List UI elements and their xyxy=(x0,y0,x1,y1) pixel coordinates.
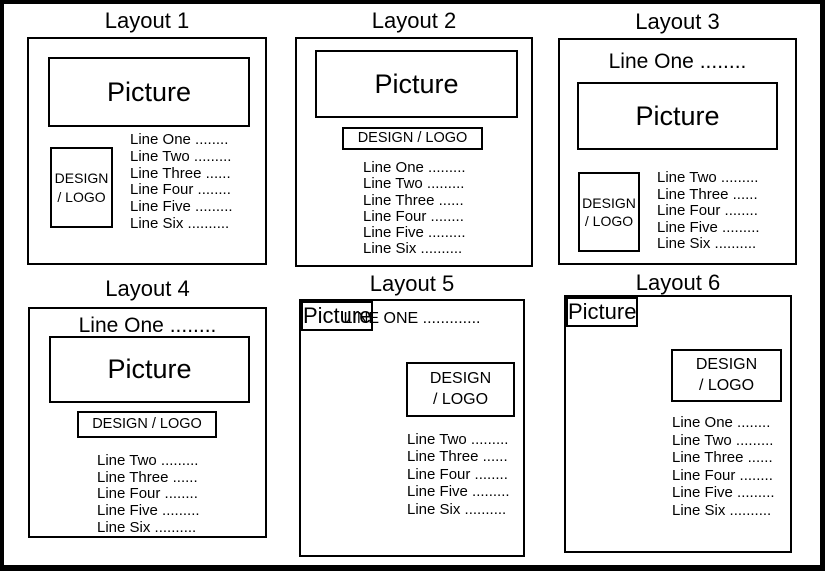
text-line: Line Six .......... xyxy=(672,501,772,519)
text-line: Line Two ......... xyxy=(363,175,465,193)
text-line: Line Five ......... xyxy=(97,502,200,520)
design-logo-box: DESIGN / LOGO xyxy=(578,172,640,252)
text-lines: Line One ........ Line Two ......... Lin… xyxy=(672,414,775,519)
design-logo-box: DESIGN / LOGO xyxy=(77,411,217,438)
design-logo-label: DESIGN xyxy=(695,355,758,373)
design-logo-label: DESIGN / LOGO xyxy=(357,130,468,147)
text-line: Line Four ........ xyxy=(657,202,758,220)
text-lines: Line Two ......... Line Three ...... Lin… xyxy=(407,431,510,518)
text-line: Line Four ........ xyxy=(407,465,508,483)
layout-2-panel: Picture DESIGN / LOGO Line One .........… xyxy=(295,37,533,267)
text-line: Line Three ...... xyxy=(407,448,508,466)
text-line: Line Four ........ xyxy=(672,466,773,484)
headline-text-line: LINE ONE ............. xyxy=(343,310,481,327)
picture-placeholder: Picture xyxy=(566,297,639,327)
picture-label: Picture xyxy=(107,354,192,384)
text-line: Line Four ........ xyxy=(130,181,231,199)
text-line: Line Two ......... xyxy=(97,452,199,469)
picture-placeholder: Picture xyxy=(48,57,250,127)
text-lines: Line One ......... Line Two ......... Li… xyxy=(363,159,466,258)
text-line: Line Three ...... xyxy=(657,185,758,203)
text-line: Line One ........ xyxy=(130,131,229,148)
design-logo-label: DESIGN / LOGO xyxy=(92,416,202,433)
text-line: Line Two ......... xyxy=(407,431,509,448)
panel-title-layout-2: Layout 2 xyxy=(371,8,457,33)
text-line: Line Six .......... xyxy=(657,235,757,253)
text-line: Line Two ......... xyxy=(672,431,774,449)
design-logo-box: DESIGN / LOGO xyxy=(50,147,113,228)
design-logo-box: DESIGN / LOGO xyxy=(671,349,782,402)
panel-title-layout-6: Layout 6 xyxy=(635,270,721,295)
headline-text-line: Line One ........ xyxy=(78,314,217,337)
text-lines: Line One ........ Line Two ......... Lin… xyxy=(130,131,233,233)
panel-title-layout-1: Layout 1 xyxy=(104,8,190,33)
text-line: Line Two ......... xyxy=(657,169,759,186)
design-logo-label: DESIGN xyxy=(429,369,492,387)
text-line: Line Six .......... xyxy=(97,518,197,536)
design-logo-box: DESIGN / LOGO xyxy=(406,362,515,417)
design-logo-label: / LOGO xyxy=(57,188,106,205)
text-line: Line Five ......... xyxy=(657,218,760,236)
layout-5-panel: LINE ONE ............. Picture DESIGN / … xyxy=(299,299,525,557)
design-logo-label: DESIGN xyxy=(582,194,636,211)
layout-4-panel: Line One ........ Picture DESIGN / LOGO … xyxy=(28,307,267,538)
text-line: Line Two ......... xyxy=(130,147,232,165)
text-lines: Line Two ......... Line Three ...... Lin… xyxy=(657,169,760,253)
panel-title-layout-3: Layout 3 xyxy=(635,9,720,34)
picture-label: Picture xyxy=(635,100,720,131)
picture-label: Picture xyxy=(303,303,372,328)
design-logo-label: / LOGO xyxy=(432,390,489,408)
layout-3-panel: Line One ........ Picture DESIGN / LOGO … xyxy=(558,38,797,265)
text-line: Line Six .......... xyxy=(407,500,507,518)
layout-6-panel: Picture DESIGN / LOGO Line One ........ … xyxy=(564,295,792,553)
text-line: Line One ......... xyxy=(363,159,466,176)
picture-placeholder: Picture xyxy=(315,50,518,118)
panel-title-layout-4: Layout 4 xyxy=(105,276,190,301)
text-line: Line Six .......... xyxy=(130,214,230,232)
headline-text-line: Line One ........ xyxy=(608,50,747,73)
design-logo-label: DESIGN xyxy=(54,170,109,187)
text-line: Line Five ......... xyxy=(672,484,775,501)
text-line: Line Three ...... xyxy=(363,191,464,209)
layout-1-panel: Picture DESIGN / LOGO Line One ........ … xyxy=(27,37,267,265)
text-line: Line One ........ xyxy=(672,414,771,431)
design-logo-label: / LOGO xyxy=(584,213,634,229)
text-line: Line Six .......... xyxy=(363,240,463,258)
picture-label: Picture xyxy=(106,76,192,107)
design-logo-label: / LOGO xyxy=(698,376,755,394)
text-line: Line Four ........ xyxy=(97,485,198,503)
design-logo-box: DESIGN / LOGO xyxy=(342,127,483,150)
picture-placeholder: Picture xyxy=(301,301,374,331)
picture-placeholder: Picture xyxy=(577,82,778,150)
text-lines: Line Two ......... Line Three ...... Lin… xyxy=(97,452,200,537)
picture-label: Picture xyxy=(374,68,459,99)
panel-title-layout-5: Layout 5 xyxy=(369,271,455,296)
text-line: Line Four ........ xyxy=(363,207,464,225)
text-line: Line Five ......... xyxy=(363,224,466,242)
text-line: Line Three ...... xyxy=(130,164,231,182)
text-line: Line Three ...... xyxy=(672,449,773,466)
text-line: Line Five ......... xyxy=(130,198,233,216)
picture-placeholder: Picture xyxy=(49,336,250,403)
picture-label: Picture xyxy=(568,299,637,324)
text-line: Line Three ...... xyxy=(97,468,198,486)
text-line: Line Five ......... xyxy=(407,483,510,501)
